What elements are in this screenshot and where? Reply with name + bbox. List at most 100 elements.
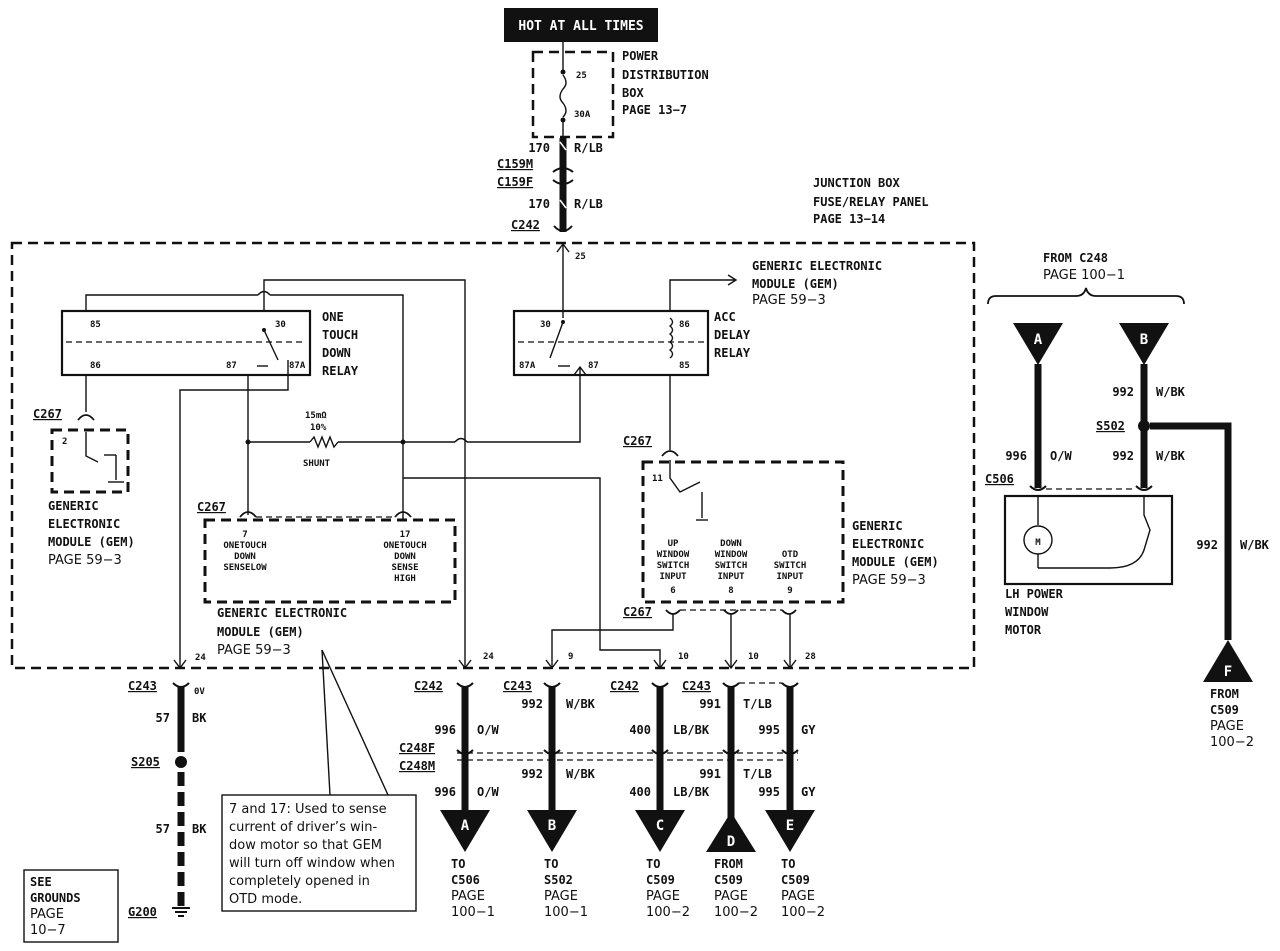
switch-up-5: 6 (670, 586, 675, 596)
motor-f-line-4: 100−2 (1210, 735, 1254, 750)
connector-c159m: C159M (497, 157, 533, 171)
acc-label-2: DELAY (714, 328, 751, 342)
ground-pin: 24 (195, 653, 206, 663)
gem-left-connector: C267 (33, 407, 62, 421)
gem-left-label-2: ELECTRONIC (48, 517, 120, 531)
col-a-page: PAGE (451, 889, 485, 904)
col-d-dest: C509 (714, 873, 743, 887)
connector-c242-top: C242 (511, 218, 540, 232)
col-a-pagenum: 100−1 (451, 905, 495, 920)
col-d-dir: FROM (714, 857, 743, 871)
junction-label-2: FUSE/RELAY PANEL (813, 195, 929, 209)
switch-pin-11: 11 (652, 474, 663, 484)
sense-caption-1: GENERIC ELECTRONIC (217, 606, 347, 620)
column-e: 28 995 GY 995 GY E TO C509 PAGE 100−2 (739, 652, 825, 920)
col-a-dest: C506 (451, 873, 480, 887)
col-b-page: PAGE (544, 889, 578, 904)
junction-box-outline (10, 241, 976, 670)
switch-connector-top: C267 (623, 434, 652, 448)
col-a-circuit-2: 996 (434, 785, 456, 799)
motor-connector-b (1119, 323, 1169, 365)
col-b-letter: B (548, 818, 556, 834)
motor-f-line-1: FROM (1210, 687, 1239, 701)
col-a-letter: A (461, 818, 470, 834)
col-e-circuit-2: 995 (758, 785, 780, 799)
col-a-dir: TO (451, 857, 465, 871)
one-touch-down-relay (60, 309, 312, 377)
motor-b-circuit-2: 992 (1112, 449, 1134, 463)
otd-label-1: ONE (322, 310, 344, 324)
col-d-page: PAGE (714, 889, 748, 904)
acc-pin-87: 87 (588, 361, 599, 371)
sense-right-2: ONETOUCH (383, 541, 426, 551)
col-c-connector: C242 (610, 679, 639, 693)
switch-otd-4: 9 (787, 586, 792, 596)
motor-from-2: PAGE 100−1 (1043, 268, 1125, 283)
motor-b-color-2: W/BK (1156, 449, 1186, 463)
sense-left-3: DOWN (234, 552, 256, 562)
sense-connector: C267 (197, 500, 226, 514)
motor-b-color: W/BK (1156, 385, 1186, 399)
switch-up-4: INPUT (659, 572, 687, 582)
junction-label-3: PAGE 13−14 (813, 212, 885, 226)
switch-caption-3: MODULE (GEM) (852, 555, 939, 569)
col-b-connector: C243 (503, 679, 532, 693)
ground-circuit-1: 57 (156, 711, 170, 725)
col-a-color-2: O/W (477, 785, 499, 799)
switch-otd-3: INPUT (776, 572, 804, 582)
col-a-pin: 24 (483, 652, 494, 662)
motor-label-2: WINDOW (1005, 605, 1049, 619)
col-d-connector: C243 (682, 679, 711, 693)
ground-connector: C243 (128, 679, 157, 693)
col-e-pagenum: 100−2 (781, 905, 825, 920)
sense-left-2: ONETOUCH (223, 541, 266, 551)
motor-m-label: M (1035, 538, 1041, 548)
shunt-value-2: 10% (310, 423, 327, 433)
feed-circuit-1: 170 (528, 141, 550, 155)
switch-down-1: DOWN (720, 539, 742, 549)
otd-pin-85: 85 (90, 320, 101, 330)
acc-pin-30: 30 (540, 320, 551, 330)
switch-up-2: WINDOW (657, 550, 690, 560)
junction-label-1: JUNCTION BOX (813, 176, 900, 190)
col-d-letter: D (727, 834, 735, 850)
gem-left-box (50, 428, 130, 494)
note-line-5: completely opened in (229, 874, 370, 889)
col-c-color-2: LB/BK (673, 785, 710, 799)
col-c-circuit-2: 400 (629, 785, 651, 799)
col-c-letter: C (656, 818, 664, 834)
col-c-dir: TO (646, 857, 660, 871)
acc-label-3: RELAY (714, 346, 751, 360)
gem-left-pin: 2 (62, 437, 67, 447)
col-c-pagenum: 100−2 (646, 905, 690, 920)
ground-g200: G200 (128, 905, 157, 919)
col-c-color: LB/BK (673, 723, 710, 737)
switch-up-3: SWITCH (657, 561, 690, 571)
hot-at-all-times-banner (504, 8, 658, 42)
see-grounds-3: PAGE (30, 907, 64, 922)
motor-a-circuit: 996 (1005, 449, 1027, 463)
ground-splice: S205 (131, 755, 160, 769)
switch-otd-1: OTD (782, 550, 799, 560)
motor-b-circuit: 992 (1112, 385, 1134, 399)
feed-circuit-2: 170 (528, 197, 550, 211)
switch-caption-1: GENERIC (852, 519, 903, 533)
col-a-circuit: 996 (434, 723, 456, 737)
col-e-dir: TO (781, 857, 795, 871)
lh-power-window-motor (1003, 494, 1174, 586)
otd-label-2: TOUCH (322, 328, 358, 342)
col-c-dest: C509 (646, 873, 675, 887)
switch-connector-bottom: C267 (623, 605, 652, 619)
motor-from-1: FROM C248 (1043, 251, 1108, 265)
motor-f-circuit: 992 (1196, 538, 1218, 552)
col-d-circuit: 991 (699, 697, 721, 711)
ground-color-1: BK (192, 711, 207, 725)
col-e-page: PAGE (781, 889, 815, 904)
motor-a-letter: A (1034, 332, 1043, 348)
pdb-label-1: POWER (622, 49, 659, 63)
otd-label-3: DOWN (322, 346, 351, 360)
pdb-page: PAGE 13−7 (622, 103, 687, 117)
hot-label: HOT AT ALL TIMES (518, 19, 643, 34)
otd-label-4: RELAY (322, 364, 359, 378)
pdb-pin-25: 25 (576, 71, 587, 81)
